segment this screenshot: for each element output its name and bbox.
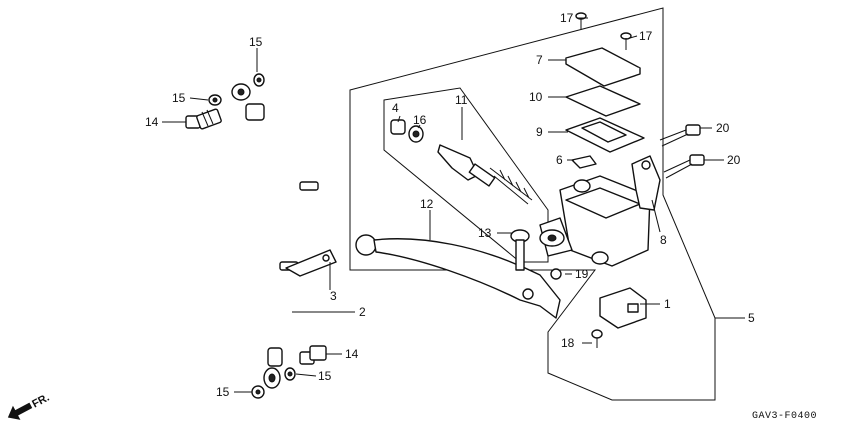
reservoir-cap [565, 47, 641, 87]
lever-pivot-bolt [510, 229, 530, 271]
callout-20-lower: 20 [727, 153, 741, 167]
callout-numbers: 17 17 7 10 9 6 8 20 20 4 16 11 12 13 19 … [145, 11, 755, 399]
callout-16: 16 [413, 113, 427, 127]
callout-4: 4 [392, 101, 399, 115]
assembly-group-outline [349, 7, 716, 401]
leader-lines [162, 17, 745, 393]
callout-17-right: 17 [639, 29, 653, 43]
piston-kit-group-outline [383, 87, 549, 263]
front-direction-arrow: FR. [7, 392, 52, 420]
set-plate [565, 85, 641, 117]
master-cylinder-body [539, 175, 651, 267]
diagram-code: GAV3-F0400 [752, 411, 817, 422]
switch-screw [591, 329, 603, 348]
callout-3: 3 [330, 289, 337, 303]
brake-hose [231, 83, 319, 389]
callout-1: 1 [664, 297, 671, 311]
callout-7: 7 [536, 53, 543, 67]
callout-14-lower: 14 [345, 347, 359, 361]
hose-guide-bracket [285, 249, 337, 277]
callout-15-lower-right: 15 [318, 369, 332, 383]
diaphragm [565, 117, 645, 153]
piston-kit-parts [390, 119, 533, 205]
callout-15-top: 15 [249, 35, 263, 49]
callout-5: 5 [748, 311, 755, 325]
callout-14-upper: 14 [145, 115, 159, 129]
callout-12: 12 [420, 197, 434, 211]
plate-6 [571, 155, 597, 169]
callout-11: 11 [455, 93, 468, 107]
brake-lever [355, 234, 561, 319]
pivot-nut [550, 268, 562, 280]
callout-15-left: 15 [172, 91, 186, 105]
brake-switch [599, 287, 647, 329]
front-direction-label: FR. [30, 392, 51, 411]
callout-9: 9 [536, 125, 543, 139]
callout-2: 2 [359, 305, 366, 319]
callout-6: 6 [556, 153, 563, 167]
callout-20-upper: 20 [716, 121, 730, 135]
holder-bolts [659, 124, 705, 179]
callout-13: 13 [478, 226, 492, 240]
sealing-washers [208, 73, 296, 399]
callout-10: 10 [529, 90, 543, 104]
callout-15-bottom: 15 [216, 385, 230, 399]
callout-19: 19 [575, 267, 589, 281]
oil-bolt-lower [299, 345, 327, 365]
callout-8: 8 [660, 233, 667, 247]
oil-bolt-upper [185, 108, 222, 130]
callout-17-upper: 17 [560, 11, 574, 25]
callout-18: 18 [561, 336, 575, 350]
